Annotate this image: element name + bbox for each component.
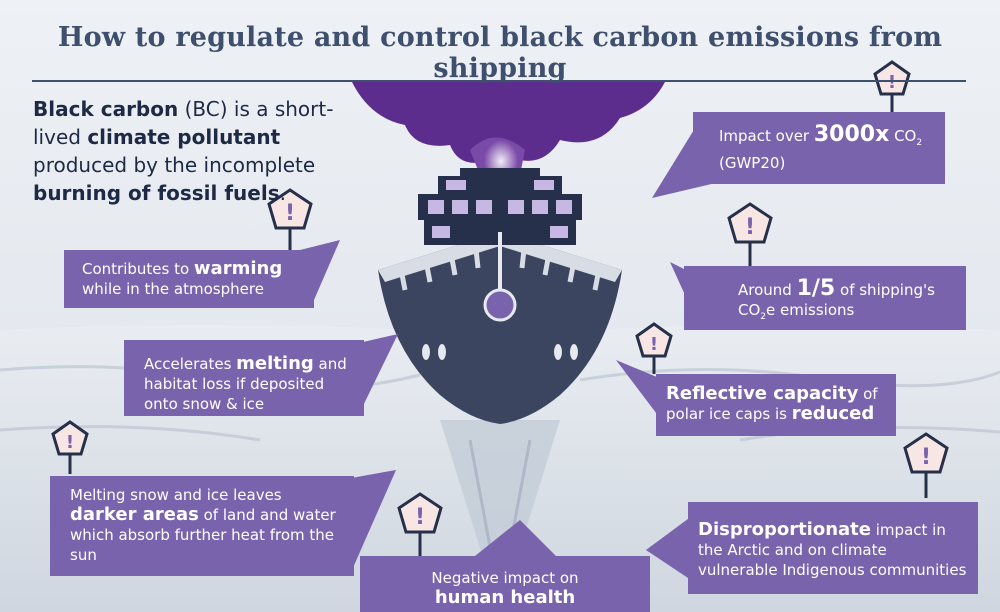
callout-melting: Accelerates melting and habitat loss if …	[124, 340, 364, 416]
warning-sign-icon: !	[903, 432, 949, 498]
svg-text:!: !	[415, 505, 425, 530]
page-title: How to regulate and control black carbon…	[57, 22, 943, 84]
svg-text:!: !	[745, 215, 755, 240]
callout-one-fifth: Around 1/5 of shipping's CO2e emissions	[684, 266, 966, 330]
smoke-plume	[352, 82, 665, 182]
svg-text:!: !	[66, 432, 74, 453]
callout-darker-areas: Melting snow and ice leaves darker areas…	[50, 476, 354, 576]
warning-sign-icon: !	[873, 60, 911, 114]
ship-wake	[440, 420, 560, 612]
intro-text: Black carbon (BC) is a short-lived clima…	[33, 97, 334, 205]
warning-sign-icon: !	[51, 420, 89, 474]
title-divider	[32, 80, 966, 82]
warning-sign-icon: !	[635, 322, 673, 374]
svg-text:!: !	[285, 201, 295, 226]
warning-sign-icon: !	[267, 188, 313, 252]
warning-sign-icon: !	[397, 492, 443, 558]
callout-impact-3000x: Impact over 3000x CO2 (GWP20)	[693, 112, 945, 184]
callout-disproportionate: Disproportionate impact in the Arctic an…	[688, 502, 978, 594]
svg-text:!: !	[921, 445, 931, 470]
svg-text:!: !	[888, 72, 896, 93]
ship-illustration	[378, 168, 622, 424]
svg-text:!: !	[650, 334, 658, 355]
callout-reflective-capacity: Reflective capacity of polar ice caps is…	[656, 374, 896, 436]
warning-sign-icon: !	[727, 202, 773, 266]
intro-term: Black carbon	[33, 97, 179, 121]
callout-warming: Contributes to warming while in the atmo…	[64, 250, 314, 308]
